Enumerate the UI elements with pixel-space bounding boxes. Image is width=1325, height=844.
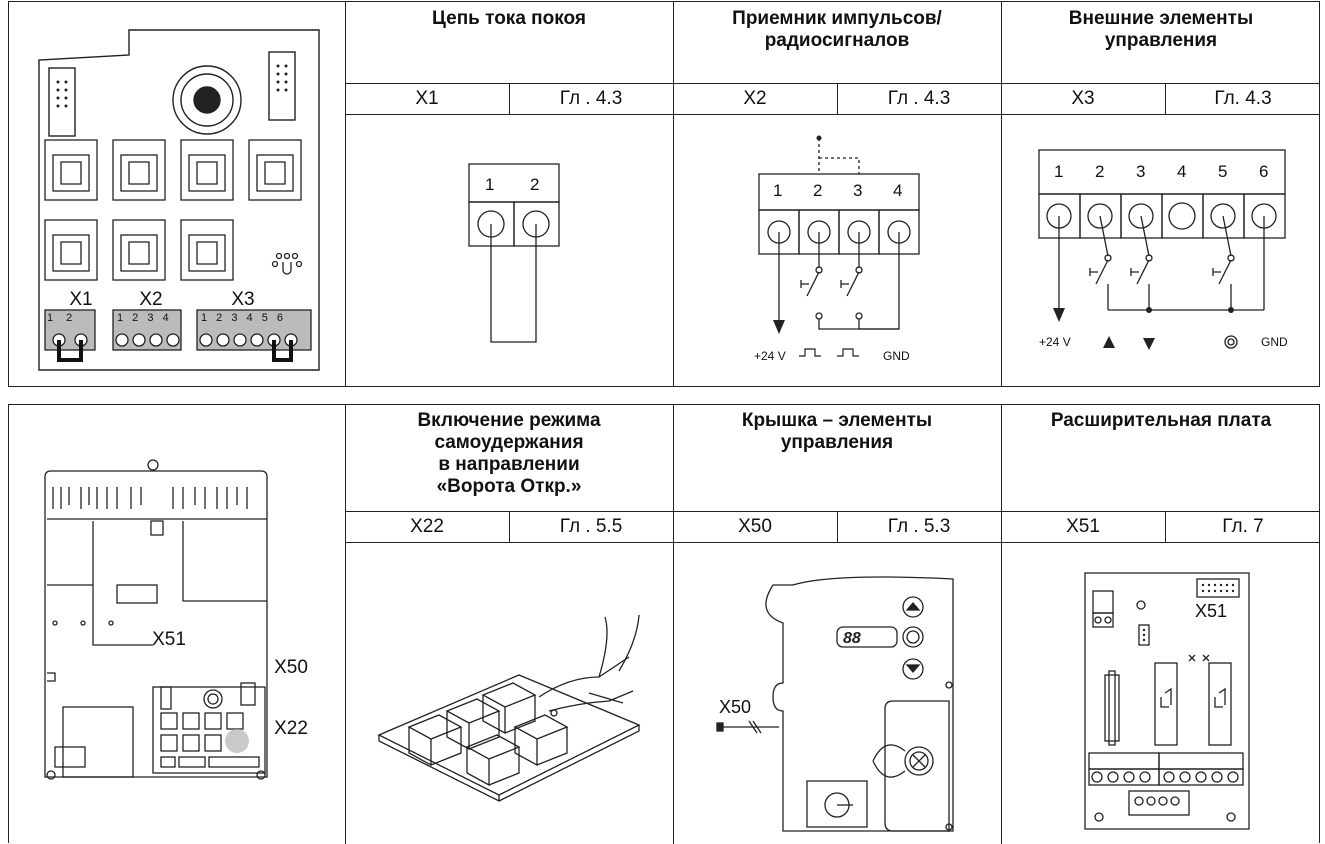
connector-x3: X3 — [1071, 88, 1095, 109]
x50-cover-controls-illustration: 88 — [716, 576, 954, 832]
connector-x2: X2 — [743, 88, 767, 109]
chapter-ref-x22: Гл . 5.5 — [559, 516, 623, 537]
x2-pin-4: 4 — [893, 181, 903, 200]
top-table: Цепь тока покоя Приемник импульсов/ ради… — [8, 1, 1320, 387]
housing-label-x51: X51 — [152, 629, 186, 650]
x1-pin-1: 1 — [485, 175, 495, 194]
x2-pin-2: 2 — [813, 181, 823, 200]
x3-pin-2: 2 — [1095, 162, 1105, 181]
chapter-ref-x51: Гл. 7 — [1222, 516, 1264, 537]
x3-pin-5: 5 — [1218, 162, 1228, 181]
housing-label-x22: X22 — [274, 718, 308, 739]
connector-x22: X22 — [410, 516, 444, 537]
x3-pin-3: 3 — [1136, 162, 1146, 181]
board-pins-x2: 1 2 3 4 — [117, 312, 172, 324]
board-label-x1: X1 — [69, 289, 93, 310]
x3-label-gnd: GND — [1261, 335, 1288, 349]
x1-pin-2: 2 — [530, 175, 540, 194]
chapter-ref-x2: Гл . 4.3 — [887, 88, 951, 109]
x2-pin-3: 3 — [853, 181, 863, 200]
x3-wiring-diagram — [1038, 149, 1286, 350]
x1-wiring-diagram — [468, 163, 560, 343]
chapter-ref-x3: Гл. 4.3 — [1214, 88, 1272, 109]
board-label-x3: X3 — [231, 289, 255, 310]
board-label-x2: X2 — [139, 289, 163, 310]
section-title-x51: Расширительная плата — [1050, 410, 1272, 431]
control-board-illustration — [38, 29, 320, 371]
section-title-x50: Крышка – элементы управления — [741, 410, 933, 453]
x3-pin-4: 4 — [1177, 162, 1187, 181]
chapter-ref-x50: Гл . 5.3 — [887, 516, 951, 537]
housing-illustration — [44, 459, 268, 780]
board-pins-x3: 1 2 3 4 5 6 — [201, 312, 286, 324]
x3-pin-6: 6 — [1259, 162, 1269, 181]
connector-x1: X1 — [415, 88, 439, 109]
section-title-x22: Включение режима самоудержания в направл… — [417, 410, 601, 497]
connector-x51: X51 — [1066, 516, 1100, 537]
chapter-ref-x1: Гл . 4.3 — [559, 88, 623, 109]
x50-cable-label: X50 — [719, 697, 752, 717]
x51-board-label: X51 — [1195, 601, 1228, 621]
connector-x50: X50 — [738, 516, 772, 537]
x3-label-plus24v: +24 V — [1039, 335, 1071, 349]
section-title-x1: Цепь тока покоя — [432, 8, 586, 29]
x2-label-gnd: GND — [883, 349, 910, 363]
section-title-x3: Внешние элементы управления — [1068, 8, 1254, 51]
x22-relay-board-illustration — [377, 614, 641, 803]
board-pins-x1: 1 2 — [47, 312, 78, 324]
x3-pin-1: 1 — [1054, 162, 1064, 181]
x2-wiring-diagram — [758, 135, 920, 357]
section-title-x2: Приемник импульсов/ радиосигналов — [732, 8, 942, 51]
x2-pin-1: 1 — [773, 181, 783, 200]
svg-text:88: 88 — [843, 630, 861, 647]
housing-label-x50: X50 — [274, 657, 308, 678]
x2-label-plus24v: +24 V — [754, 349, 786, 363]
x51-extension-board-illustration — [1084, 572, 1250, 830]
bottom-table: Включение режима самоудержания в направл… — [8, 404, 1320, 844]
